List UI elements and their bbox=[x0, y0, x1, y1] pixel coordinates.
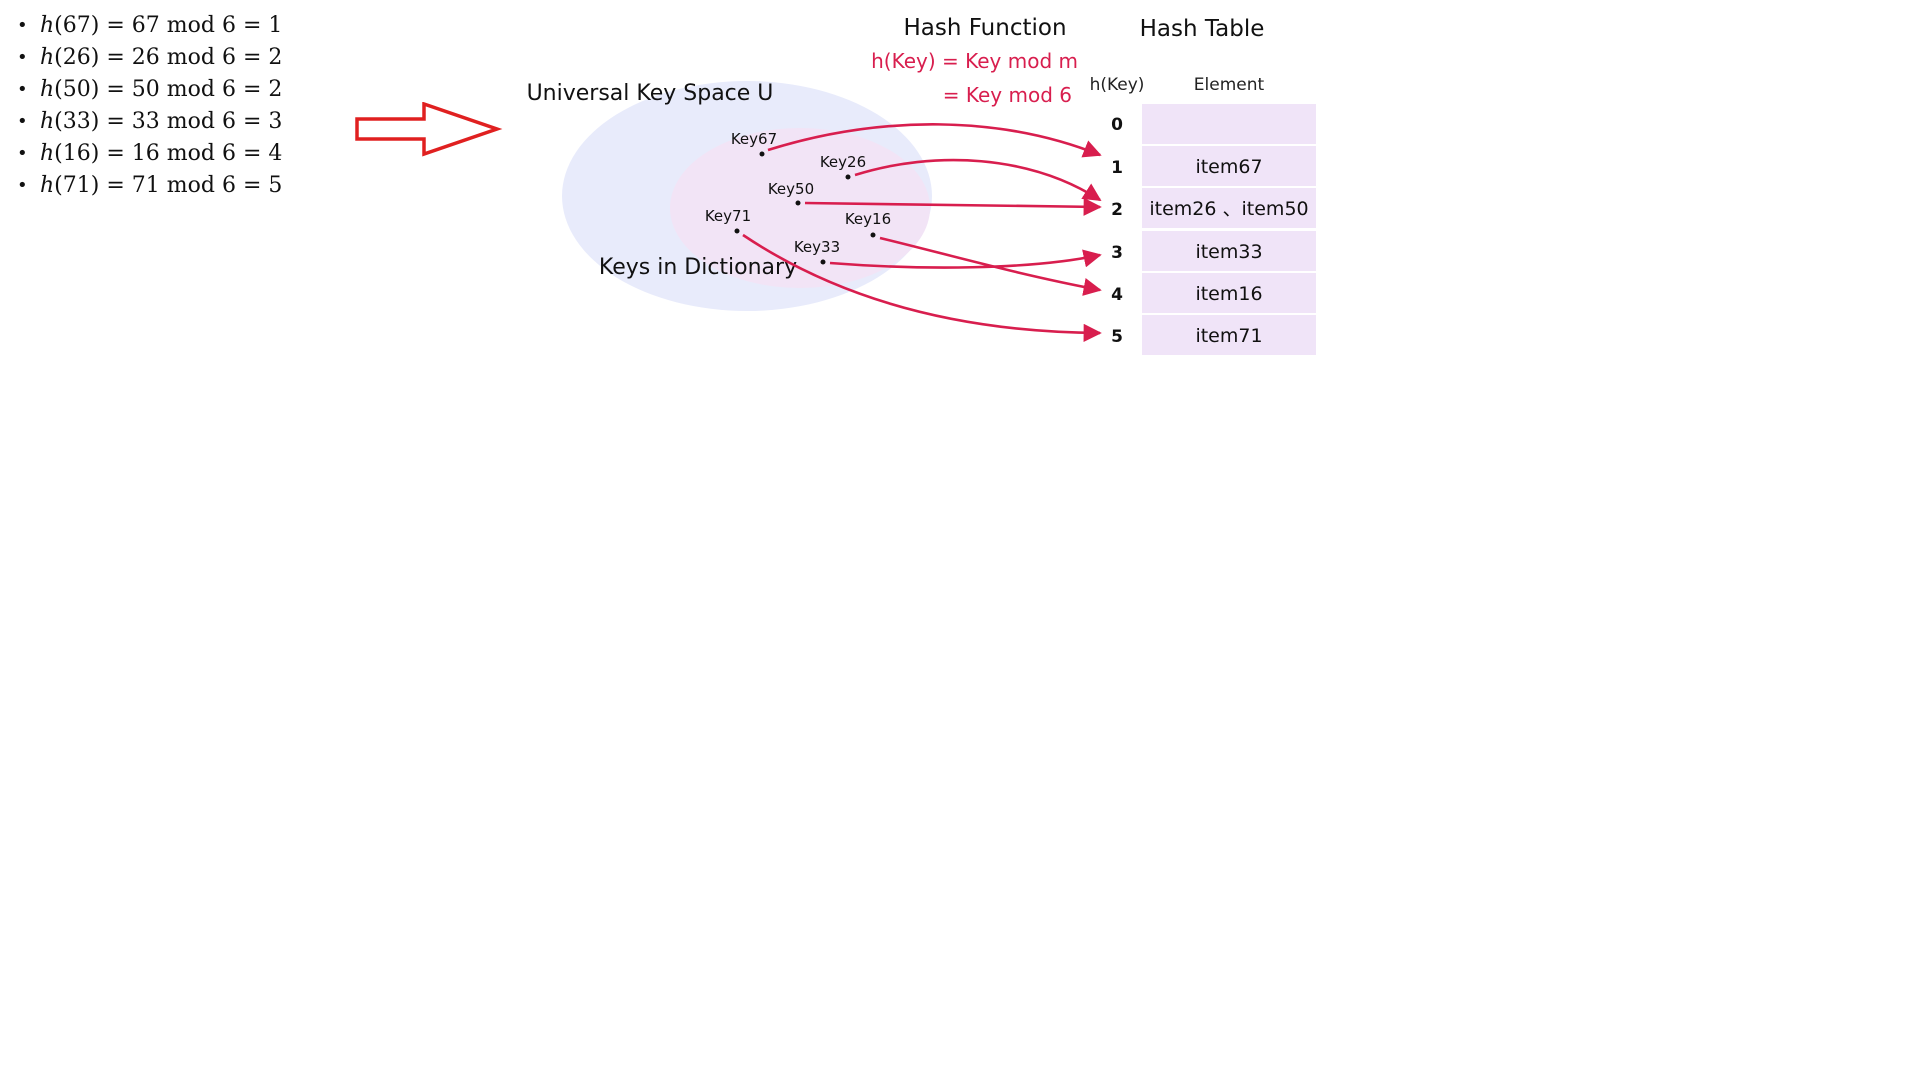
formula-modulus: 6 bbox=[221, 173, 236, 198]
key-point bbox=[870, 232, 876, 238]
key-point bbox=[734, 228, 740, 234]
bullet-icon: • bbox=[17, 47, 28, 68]
hash-function-formula: h(Key) = Key mod m bbox=[871, 49, 1078, 73]
row-index: 3 bbox=[1111, 243, 1123, 263]
formula-result: 1 bbox=[268, 13, 283, 38]
formula-modulus: 6 bbox=[221, 45, 236, 70]
formula-key: 33 bbox=[131, 109, 160, 134]
hash-key-column-header: h(Key) bbox=[1090, 75, 1145, 95]
table-cell bbox=[1142, 146, 1316, 186]
formula-item: • h(50) = 50 mod 6 = 2 bbox=[14, 74, 282, 106]
key-label: Key71 bbox=[705, 207, 751, 225]
hash-table: 0 1 item67 2 item26 、item50 3 item33 4 i… bbox=[1111, 104, 1316, 355]
formula-key: 26 bbox=[62, 45, 91, 70]
key-label: Key67 bbox=[731, 130, 777, 148]
key-label: Key50 bbox=[768, 180, 814, 198]
table-cell bbox=[1142, 231, 1316, 271]
formula-key: 67 bbox=[131, 13, 160, 38]
hash-mapping-arrows bbox=[742, 123, 1102, 342]
hash-formula-list: • h(67) = 67 mod 6 = 1 • h(26) = 26 mod … bbox=[14, 10, 282, 202]
cell-element: item16 bbox=[1195, 283, 1262, 305]
row-index: 1 bbox=[1111, 158, 1123, 178]
key-point bbox=[795, 200, 801, 206]
dictionary-keys: Key67 Key26 Key50 Key71 Key16 Key33 bbox=[705, 130, 891, 265]
table-row: 0 bbox=[1111, 104, 1316, 144]
formula-modulus: 6 bbox=[221, 13, 236, 38]
mapping-arrow bbox=[804, 197, 1102, 216]
element-column-header: Element bbox=[1194, 75, 1265, 95]
formula-result: 2 bbox=[268, 77, 283, 102]
formula-function: h bbox=[40, 141, 55, 166]
formula-key: 50 bbox=[62, 77, 91, 102]
hash-function-title: Hash Function bbox=[903, 15, 1066, 41]
row-index: 2 bbox=[1111, 200, 1123, 220]
bullet-icon: • bbox=[17, 143, 28, 164]
hash-table-title: Hash Table bbox=[1140, 16, 1265, 42]
formula-item: • h(67) = 67 mod 6 = 1 bbox=[14, 10, 282, 42]
table-row: 5 item71 bbox=[1111, 315, 1316, 355]
formula-item: • h(26) = 26 mod 6 = 2 bbox=[14, 42, 282, 74]
row-index: 4 bbox=[1111, 285, 1123, 305]
bullet-icon: • bbox=[17, 15, 28, 36]
formula-key: 71 bbox=[62, 173, 91, 198]
key-label: Key16 bbox=[845, 210, 891, 228]
mapping-arrow bbox=[879, 236, 1102, 296]
key-point bbox=[759, 151, 765, 157]
formula-function: h bbox=[40, 77, 55, 102]
right-arrow-icon bbox=[355, 102, 503, 157]
table-row: 1 item67 bbox=[1111, 146, 1316, 186]
formula-modulus: 6 bbox=[221, 141, 236, 166]
table-row: 4 item16 bbox=[1111, 273, 1316, 313]
key-point bbox=[820, 259, 826, 265]
table-cell bbox=[1142, 188, 1316, 228]
cell-element: item67 bbox=[1195, 156, 1262, 178]
formula-key: 26 bbox=[131, 45, 160, 70]
formula-result: 4 bbox=[268, 141, 283, 166]
formula-key: 71 bbox=[131, 173, 160, 198]
formula-function: h bbox=[40, 13, 55, 38]
formula-key: 16 bbox=[131, 141, 160, 166]
formula-modulus: 6 bbox=[221, 109, 236, 134]
table-cell bbox=[1142, 104, 1316, 144]
formula-key: 67 bbox=[62, 13, 91, 38]
formula-function: h bbox=[40, 173, 55, 198]
bullet-icon: • bbox=[17, 79, 28, 100]
mapping-arrow bbox=[767, 123, 1102, 158]
key-point bbox=[845, 174, 851, 180]
row-index: 0 bbox=[1111, 115, 1123, 135]
formula-key: 50 bbox=[131, 77, 160, 102]
formula-modulus: 6 bbox=[221, 77, 236, 102]
hash-function-formula-applied: = Key mod 6 bbox=[943, 83, 1072, 107]
formula-item: • h(71) = 71 mod 6 = 5 bbox=[14, 170, 282, 202]
keys-in-dictionary-ellipse bbox=[670, 128, 930, 288]
keys-in-dictionary-label: Keys in Dictionary bbox=[599, 255, 797, 280]
table-cell bbox=[1142, 315, 1316, 355]
formula-result: 2 bbox=[268, 45, 283, 70]
formula-item: • h(16) = 16 mod 6 = 4 bbox=[14, 138, 282, 170]
hash-mapping-diagram: Universal Key Space U Keys in Dictionary… bbox=[527, 15, 1316, 355]
row-index: 5 bbox=[1111, 327, 1123, 347]
table-cell bbox=[1142, 273, 1316, 313]
table-row: 3 item33 bbox=[1111, 231, 1316, 271]
formula-function: h bbox=[40, 109, 55, 134]
cell-element: item71 bbox=[1195, 325, 1262, 347]
cell-element: item26 、item50 bbox=[1149, 198, 1308, 220]
formula-key: 33 bbox=[62, 109, 91, 134]
formula-item: • h(33) = 33 mod 6 = 3 bbox=[14, 106, 282, 138]
bullet-icon: • bbox=[17, 111, 28, 132]
formula-result: 3 bbox=[268, 109, 283, 134]
universal-key-space-label: Universal Key Space U bbox=[527, 81, 774, 106]
formula-result: 5 bbox=[268, 173, 283, 198]
key-label: Key33 bbox=[794, 238, 840, 256]
cell-element: item33 bbox=[1195, 241, 1262, 263]
table-row: 2 item26 、item50 bbox=[1111, 188, 1316, 228]
formula-key: 16 bbox=[62, 141, 91, 166]
mapping-arrow bbox=[854, 158, 1102, 202]
formula-function: h bbox=[40, 45, 55, 70]
mapping-arrow bbox=[829, 249, 1102, 269]
mapping-arrow bbox=[742, 233, 1102, 342]
bullet-icon: • bbox=[17, 175, 28, 196]
key-label: Key26 bbox=[820, 153, 866, 171]
right-arrow-shape bbox=[355, 102, 503, 157]
